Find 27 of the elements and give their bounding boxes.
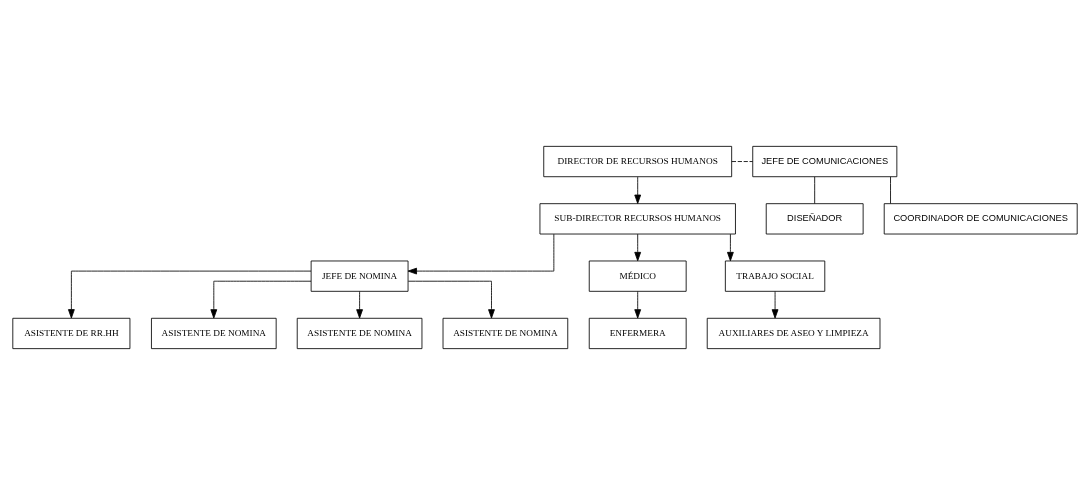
arrow: [356, 291, 363, 319]
connector: [890, 176, 891, 204]
node-box: MÉDICO: [588, 260, 687, 292]
node-box: JEFE DE NOMINA: [310, 260, 409, 292]
node-box: DISEÑADOR: [765, 203, 864, 235]
node-box: COORDINADOR DE COMUNICACIONES: [883, 203, 1078, 235]
node-box: ASISTENTE DE NOMINA: [442, 317, 569, 350]
connector: [731, 161, 754, 162]
node-box: ASISTENTE DE RR.HH: [12, 317, 131, 350]
arrow: [68, 270, 312, 319]
arrow: [407, 233, 555, 275]
arrow: [210, 280, 312, 319]
node-box: AUXILIARES DE ASEO Y LIMPIEZA: [706, 317, 881, 350]
node-box: ASISTENTE DE NOMINA: [151, 317, 277, 350]
arrow: [771, 291, 779, 319]
arrow: [727, 233, 734, 262]
node-box: ENFERMERA: [588, 317, 687, 350]
node-box: JEFE DE COMUNICACIONES: [752, 145, 898, 178]
arrow: [634, 233, 642, 262]
node-box: DIRECTOR DE RECURSOS HUMANOS: [543, 145, 733, 178]
node-box: SUB-DIRECTOR RECURSOS HUMANOS: [539, 203, 736, 235]
connector: [814, 176, 816, 204]
node-box: TRABAJO SOCIAL: [724, 260, 826, 292]
arrow: [634, 176, 642, 204]
arrow: [407, 280, 495, 319]
node-box: ASISTENTE DE NOMINA: [296, 317, 423, 350]
arrow: [634, 291, 642, 319]
